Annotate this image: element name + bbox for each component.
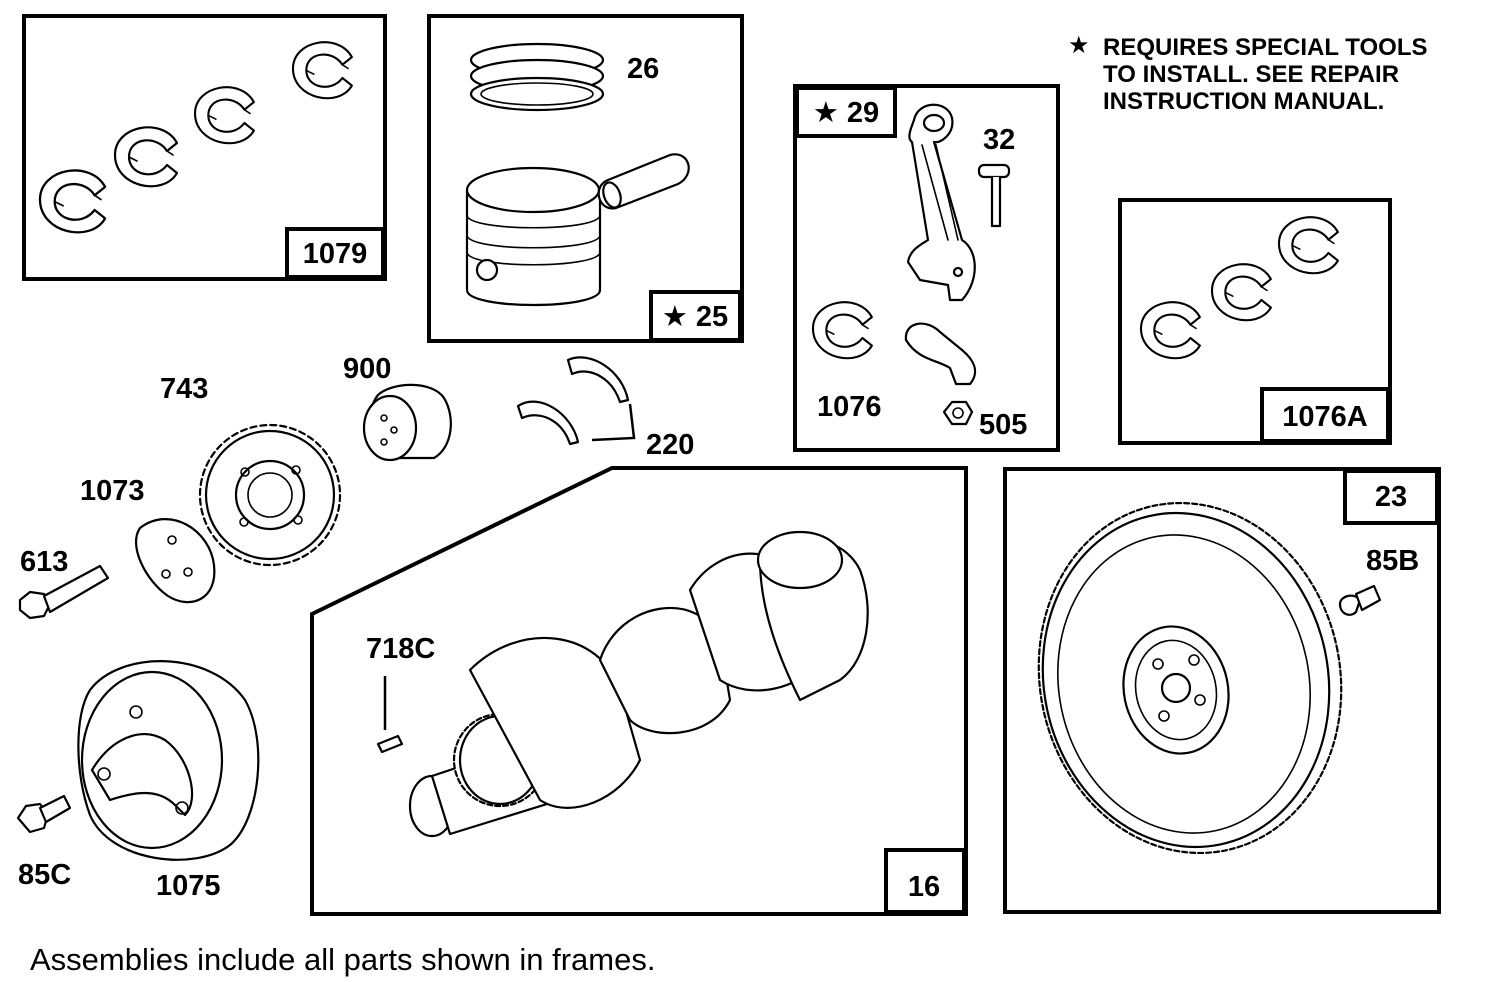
bolt-85c [16, 794, 72, 834]
frame-label-1079: 1079 [303, 238, 368, 270]
footer-note: Assemblies include all parts shown in fr… [30, 942, 655, 977]
note-line-2: TO INSTALL. SEE REPAIR [1103, 61, 1399, 88]
label-1076: 1076 [817, 391, 882, 423]
frame-1079: 1079 [22, 14, 387, 281]
frame-29: ★ 29 [793, 84, 1060, 452]
thrust-washers-220 [516, 356, 636, 446]
label-26: 26 [627, 53, 659, 85]
label-85c: 85C [18, 859, 71, 891]
label-85b: 85B [1366, 545, 1419, 577]
label-220: 220 [646, 429, 694, 461]
label-32: 32 [983, 124, 1015, 156]
note-line-1: REQUIRES SPECIAL TOOLS [1103, 34, 1428, 61]
note-line-3: INSTRUCTION MANUAL. [1103, 88, 1384, 115]
label-1073: 1073 [80, 475, 145, 507]
frame-label-25: ★ 25 [662, 301, 728, 333]
plug-900 [362, 383, 452, 462]
frame-23: 23 [1003, 467, 1441, 914]
bolt-613 [18, 564, 110, 620]
frame-25: ★ 25 [427, 14, 744, 343]
frame-label-16: 16 [908, 871, 940, 903]
frame-label-23: 23 [1375, 481, 1407, 513]
frame-1076a: 1076A [1118, 198, 1392, 445]
label-505: 505 [979, 409, 1027, 441]
cam-gear-743 [198, 423, 342, 567]
label-613: 613 [20, 546, 68, 578]
special-tools-note: ★ REQUIRES SPECIAL TOOLS TO INSTALL. SEE… [1068, 32, 1428, 115]
frame-label-29: ★ 29 [813, 97, 879, 129]
plate-1073 [134, 518, 216, 604]
label-718c: 718C [366, 633, 435, 665]
label-1075: 1075 [156, 870, 221, 902]
frame-16: 16 [310, 466, 968, 916]
label-743: 743 [160, 373, 208, 405]
star-icon: ★ [1068, 32, 1090, 59]
pulley-1075 [77, 660, 260, 861]
frame-label-1076a: 1076A [1282, 401, 1368, 433]
label-900: 900 [343, 353, 391, 385]
